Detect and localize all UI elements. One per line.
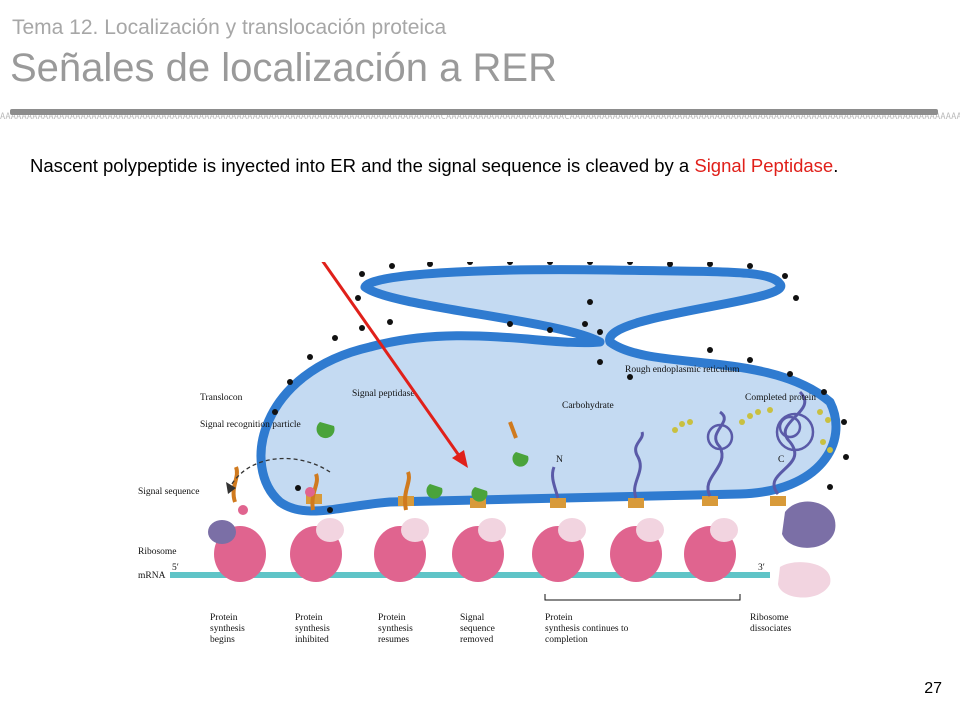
ribosome-7 [684, 518, 738, 582]
callout-text: Nascent polypeptide is inyected into ER … [30, 155, 695, 176]
ribosome-3 [374, 518, 429, 582]
carbohydrate-groups [672, 407, 833, 453]
label-five-prime: 5′ [172, 563, 179, 573]
label-three-prime: 3′ [758, 563, 765, 573]
nascent-polypeptides [551, 390, 807, 499]
label-srp: Signal recognition particle [200, 420, 301, 430]
slide-title: Señales de localización a RER [10, 46, 557, 90]
completed-protein-coil [706, 412, 815, 452]
label-c-terminus: C [778, 455, 784, 465]
ribosome-1 [208, 520, 266, 582]
ribosome-2 [290, 518, 344, 582]
page-number: 27 [922, 680, 944, 698]
callout-period: . [833, 155, 839, 176]
label-mrna: mRNA [138, 571, 166, 581]
red-callout-arrow [321, 262, 468, 468]
label-signal-sequence: Signal sequence [138, 487, 199, 497]
dissociated-large-subunit [782, 501, 836, 548]
ribosome-4 [452, 518, 506, 582]
label-translocon: Translocon [200, 393, 243, 403]
title-divider [10, 109, 938, 115]
signal-peptidase-highlight: Signal Peptidase [694, 155, 834, 176]
ribosomes [208, 501, 836, 598]
label-n-terminus: N [556, 455, 563, 465]
label-ribosome: Ribosome [138, 547, 177, 557]
label-rough-er: Rough endoplasmic reticulum [625, 365, 740, 375]
completion-bracket [544, 594, 741, 601]
ribosome-6 [610, 518, 664, 582]
dissociated-small-subunit [778, 562, 831, 598]
signal-sequences [231, 421, 518, 511]
er-translocation-diagram: Rough endoplasmic reticulum Translocon S… [130, 262, 900, 712]
er-lumen [256, 265, 841, 516]
label-carbohydrate: Carbohydrate [562, 401, 614, 411]
signal-peptidase-icons [316, 422, 529, 502]
ribosome-5 [532, 518, 586, 582]
srp-cycle [226, 457, 331, 515]
label-completed-protein: Completed protein [745, 393, 816, 403]
er-ribosome-dots [272, 262, 849, 513]
callout-box: Nascent polypeptide is inyected into ER … [24, 152, 936, 181]
slide-subtitle: Tema 12. Localización y translocación pr… [12, 16, 447, 39]
label-signal-peptidase: Signal peptidase [352, 389, 415, 399]
dna-sequence-background: AAAAAAAAAAAAAAAAAAAAAAAAAAAAAAAAAAAAAAAA… [0, 112, 960, 122]
